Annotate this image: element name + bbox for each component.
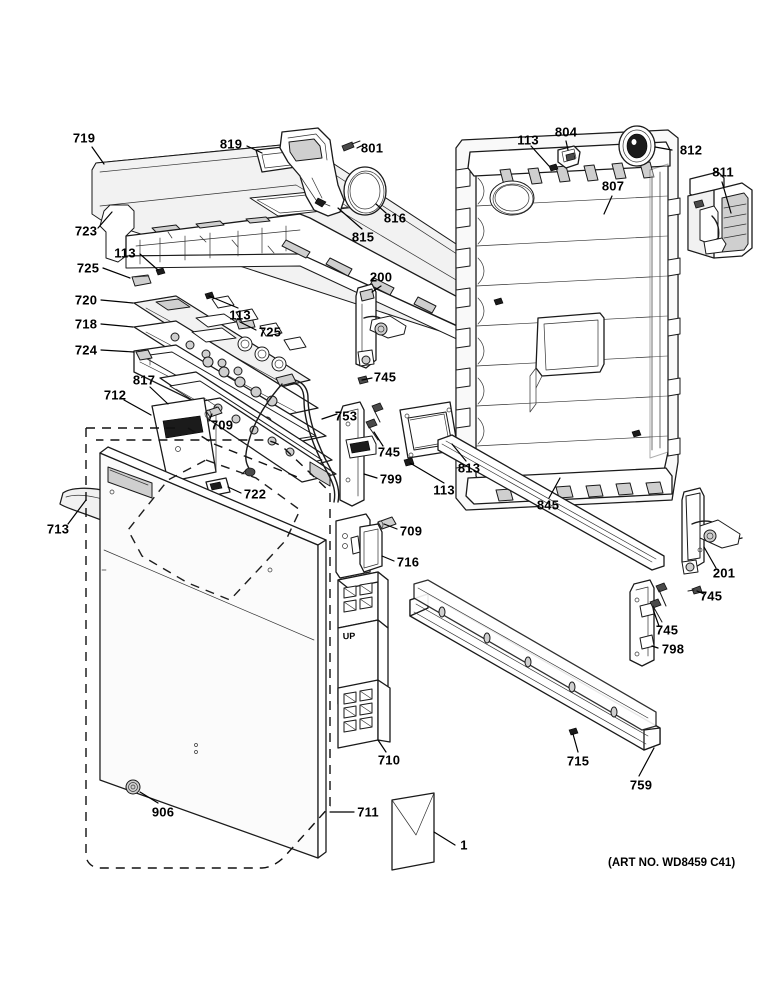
callout-753: 753 — [334, 408, 358, 424]
callout-812: 812 — [679, 142, 703, 158]
callout-722: 722 — [243, 486, 267, 502]
callout-709: 709 — [210, 417, 234, 433]
callout-712: 712 — [103, 387, 127, 403]
callout-201: 201 — [712, 565, 736, 581]
button-row — [202, 295, 307, 426]
part-845-door-strip — [437, 434, 665, 571]
part-811-vent-assembly — [687, 171, 753, 259]
part-759-rack-rail — [409, 579, 661, 751]
callout-711: 711 — [357, 804, 379, 820]
callout-113: 113 — [229, 307, 251, 323]
callout-200: 200 — [369, 269, 393, 285]
callout-819: 819 — [219, 136, 243, 152]
part-816-seal-ring — [343, 166, 387, 216]
part-709-pins — [204, 406, 397, 530]
door-dashed-outline — [85, 427, 331, 869]
callout-745: 745 — [699, 588, 723, 604]
callout-799: 799 — [379, 471, 403, 487]
callout-713: 713 — [46, 521, 70, 537]
part-113-screw-top — [548, 163, 559, 172]
callout-718: 718 — [74, 316, 98, 332]
callout-745: 745 — [377, 444, 401, 460]
callout-817: 817 — [132, 372, 156, 388]
leader-lines — [67, 140, 732, 846]
callout-759: 759 — [629, 777, 653, 793]
callout-710: 710 — [377, 752, 401, 768]
part-710-basket — [337, 571, 391, 749]
part-812-grommet — [618, 125, 656, 167]
callout-745: 745 — [373, 369, 397, 385]
callout-845: 845 — [536, 497, 560, 513]
callout-724: 724 — [74, 342, 98, 358]
callout-811: 811 — [712, 164, 734, 180]
part-817-label-plate — [151, 397, 217, 483]
callout-804: 804 — [554, 124, 578, 140]
callout-709: 709 — [399, 523, 423, 539]
part-113-screws-left — [155, 267, 215, 300]
part-1-literature — [391, 792, 435, 871]
callout-720: 720 — [74, 292, 98, 308]
callout-716: 716 — [396, 554, 420, 570]
callout-725: 725 — [76, 260, 100, 276]
callout-745: 745 — [655, 622, 679, 638]
callout-1: 1 — [460, 837, 468, 853]
part-716-hinge-cover — [335, 513, 383, 579]
callout-719: 719 — [72, 130, 96, 146]
callout-816: 816 — [383, 210, 407, 226]
callout-113: 113 — [433, 482, 455, 498]
callout-113: 113 — [114, 245, 136, 261]
part-711-712-door-panel — [99, 446, 327, 859]
callout-813: 813 — [457, 460, 481, 476]
part-798-bracket — [629, 579, 668, 667]
part-201-hinge-arm — [681, 487, 743, 595]
callout-807: 807 — [601, 178, 625, 194]
part-753-wire-harness — [241, 373, 340, 503]
part-807-inner-door-panel — [455, 129, 681, 511]
callout-725: 725 — [258, 324, 282, 340]
part-720-board — [133, 295, 311, 391]
callout-798: 798 — [661, 641, 685, 657]
part-799-bracket — [339, 401, 384, 507]
part-200-latch-assembly — [355, 283, 407, 385]
callout-815: 815 — [351, 229, 375, 245]
part-804-clip — [557, 145, 581, 169]
callout-113: 113 — [517, 132, 539, 148]
callout-723: 723 — [74, 223, 98, 239]
part-815-latch-handle — [279, 127, 345, 217]
art-number-note: (ART NO. WD8459 C41) — [608, 857, 736, 869]
callout-801: 801 — [360, 140, 384, 156]
part-801-screw — [341, 140, 361, 152]
up-orientation-marking: UP — [342, 630, 356, 642]
callout-715: 715 — [566, 753, 590, 769]
callout-906: 906 — [151, 804, 175, 820]
